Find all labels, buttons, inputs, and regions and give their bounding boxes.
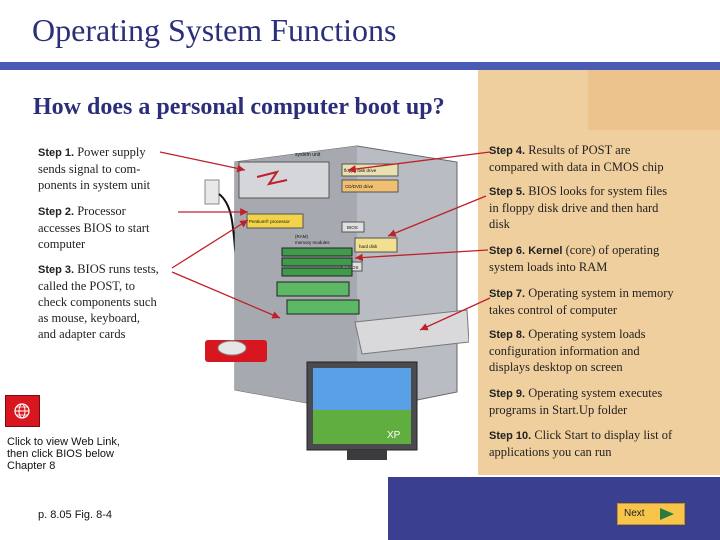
step-9-text-b: programs in Start.Up folder bbox=[489, 403, 628, 417]
monitor-stand bbox=[347, 450, 387, 460]
globe-icon bbox=[14, 403, 30, 419]
step-4-text-a: Results of POST are bbox=[525, 143, 631, 157]
lightning-icon bbox=[256, 170, 288, 186]
step-4-label: Step 4. bbox=[489, 145, 526, 157]
step-10-label: Step 10. bbox=[489, 430, 532, 442]
step-8-text-a: Operating system loads bbox=[528, 327, 646, 341]
step-10-text-a: Click Start to display list of bbox=[534, 428, 673, 442]
weblink-caption: Click to view Web Link, then click BIOS … bbox=[7, 436, 147, 472]
title-band bbox=[0, 0, 720, 62]
desktop-hill bbox=[313, 410, 411, 444]
step-6-text-a: (core) of operating bbox=[562, 243, 660, 257]
step-5-text-b: in floppy disk drive and then hard bbox=[489, 201, 659, 215]
step-2-text-b: accesses BIOS to start bbox=[38, 221, 150, 235]
step-6-label: Step 6. bbox=[489, 245, 526, 257]
cdrom-label: CD/DVD drive bbox=[345, 184, 374, 189]
cdrom-drive bbox=[341, 179, 399, 193]
step-3-label: Step 3. bbox=[38, 264, 75, 276]
step-2: Step 2. Processor accesses BIOS to start… bbox=[38, 203, 183, 252]
step-1-text-a: Power supply bbox=[77, 145, 146, 159]
step-2-text-a: Processor bbox=[77, 204, 126, 218]
slide-subtitle: How does a personal computer boot up? bbox=[33, 94, 445, 120]
step-4-text-b: compared with data in CMOS chip bbox=[489, 160, 664, 174]
ram-label: (RAM) bbox=[295, 234, 308, 239]
memory-modules-label: memory modules bbox=[295, 240, 330, 245]
step-5-text-a: BIOS looks for system files bbox=[528, 184, 668, 198]
step-9-label: Step 9. bbox=[489, 388, 526, 400]
step-8-text-c: displays desktop on screen bbox=[489, 360, 623, 374]
adapter-card-2 bbox=[286, 299, 360, 315]
step-9-text-a: Operating system executes bbox=[528, 386, 663, 400]
next-button[interactable]: Next bbox=[617, 503, 685, 525]
memory-module-1 bbox=[281, 247, 353, 257]
weblink-line-3: Chapter 8 bbox=[7, 460, 56, 472]
xp-logo: XP bbox=[387, 430, 401, 441]
step-1-text-c: ponents in system unit bbox=[38, 178, 151, 192]
weblink-button[interactable] bbox=[5, 395, 40, 427]
adapter-card-1 bbox=[276, 281, 350, 297]
weblink-line-2: then click BIOS below bbox=[7, 448, 114, 460]
system-unit-label: system unit bbox=[295, 152, 321, 158]
bios-chip bbox=[341, 221, 365, 233]
step-2-text-c: computer bbox=[38, 237, 86, 251]
step-3-text-b: called the POST, to bbox=[38, 279, 135, 293]
step-8-text-b: configuration information and bbox=[489, 344, 640, 358]
step-7-label: Step 7. bbox=[489, 288, 526, 300]
power-outlet bbox=[204, 179, 220, 205]
step-5-text-c: disk bbox=[489, 217, 510, 231]
step-3-text-c: check components such bbox=[38, 295, 157, 309]
hard-disk-label: hard disk bbox=[359, 244, 378, 249]
step-6: Step 6. Kernel (core) of operating syste… bbox=[489, 242, 714, 275]
step-6-kernel: Kernel bbox=[528, 245, 563, 257]
next-button-label: Next bbox=[624, 508, 645, 519]
step-1-label: Step 1. bbox=[38, 147, 75, 159]
weblink-line-1: Click to view Web Link, bbox=[7, 436, 120, 448]
step-5: Step 5. BIOS looks for system files in f… bbox=[489, 183, 714, 232]
step-7-text-a: Operating system in memory bbox=[528, 286, 674, 300]
right-panel bbox=[478, 70, 720, 475]
step-5-label: Step 5. bbox=[489, 186, 526, 198]
step-1-text-b: sends signal to com- bbox=[38, 162, 141, 176]
step-10: Step 10. Click Start to display list of … bbox=[489, 427, 714, 460]
step-1: Step 1. Power supply sends signal to com… bbox=[38, 144, 183, 193]
mouse-icon bbox=[217, 340, 247, 356]
next-arrow-icon bbox=[660, 508, 674, 520]
slide-title: Operating System Functions bbox=[32, 12, 397, 48]
step-3-text-d: as mouse, keyboard, bbox=[38, 311, 141, 325]
memory-module-3 bbox=[281, 267, 353, 277]
bios-label: BIOS bbox=[347, 225, 358, 230]
step-7: Step 7. Operating system in memory takes… bbox=[489, 285, 714, 318]
title-rule bbox=[0, 62, 720, 70]
step-3: Step 3. BIOS runs tests, called the POST… bbox=[38, 261, 183, 342]
step-10-text-b: applications you can run bbox=[489, 445, 612, 459]
step-9: Step 9. Operating system executes progra… bbox=[489, 385, 714, 418]
computer-illustration: system unit floppy disk drive CD/DVD dri… bbox=[204, 145, 469, 460]
step-8: Step 8. Operating system loads configura… bbox=[489, 326, 714, 375]
processor-label: Pentium® processor bbox=[249, 218, 290, 224]
step-8-label: Step 8. bbox=[489, 329, 526, 341]
floppy-label: floppy disk drive bbox=[344, 168, 377, 173]
step-7-text-b: takes control of computer bbox=[489, 303, 618, 317]
step-3-text-e: and adapter cards bbox=[38, 327, 126, 341]
memory-module-2 bbox=[281, 257, 353, 267]
page-reference: p. 8.05 Fig. 8-4 bbox=[38, 509, 112, 521]
step-4: Step 4. Results of POST are compared wit… bbox=[489, 142, 714, 175]
step-2-label: Step 2. bbox=[38, 206, 75, 218]
right-panel-accent bbox=[588, 70, 720, 130]
step-6-text-b: system loads into RAM bbox=[489, 260, 608, 274]
step-3-text-a: BIOS runs tests, bbox=[77, 262, 159, 276]
